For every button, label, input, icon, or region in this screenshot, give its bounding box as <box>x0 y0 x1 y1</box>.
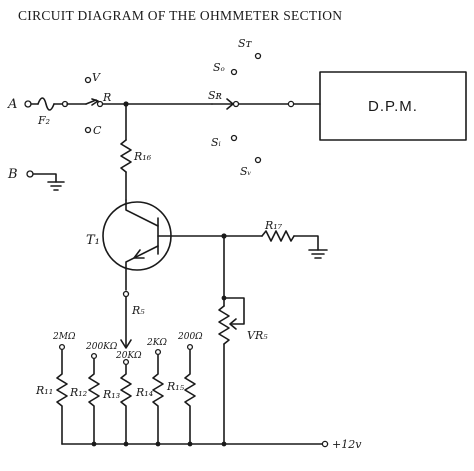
dpm-box <box>319 71 467 141</box>
range-switch-arrow <box>91 98 99 106</box>
transistor-emitter <box>125 245 159 291</box>
resistor-vr5-label: VR₅ <box>247 329 268 342</box>
range-2k-contact <box>154 348 162 356</box>
wire-r15 <box>184 349 196 445</box>
resistor-r12-label: R₁₂ <box>69 386 87 399</box>
wire-r14 <box>152 354 164 445</box>
terminal-b-label: B <box>7 167 18 182</box>
dpm-input-terminal <box>287 100 295 108</box>
range-200k-label: 200KΩ <box>85 342 118 352</box>
transistor-t1-label: T₁ <box>86 233 100 248</box>
fuse-label: F₂ <box>37 114 50 127</box>
func-pos-st-label: Sᴛ <box>238 37 253 50</box>
terminal-a <box>24 100 32 108</box>
transistor-emitter-arrow <box>133 249 145 259</box>
resistor-r16 <box>120 139 132 173</box>
resistor-r15-label: R₁₅ <box>166 380 185 393</box>
vr5-wiper <box>223 297 245 325</box>
func-pos-so-contact <box>230 68 238 76</box>
wire-r12 <box>88 358 100 445</box>
range-2k-label: 2KΩ <box>146 338 167 348</box>
node-rail-190 <box>187 441 193 447</box>
resistor-r13-label: R₁₃ <box>102 388 120 401</box>
supply-label: +12v <box>332 438 362 451</box>
resistor-vr5 <box>218 305 230 345</box>
resistor-r17-label: R₁₇ <box>264 219 283 232</box>
func-pos-sv-label: Sᵥ <box>240 165 252 178</box>
wire-r11 <box>56 349 68 445</box>
wire-b-ground <box>32 173 57 183</box>
ground-b-symbol <box>47 181 65 191</box>
range-200-contact <box>186 343 194 351</box>
func-pos-st-contact <box>254 52 262 60</box>
terminal-b <box>26 170 34 178</box>
resistor-r5-label: R₅ <box>131 304 145 317</box>
fuse-f2 <box>37 97 55 111</box>
range-pos-v-label: V <box>92 71 101 84</box>
resistor-r11-label: R₁₁ <box>35 384 53 397</box>
range-selector-arrow <box>120 339 132 349</box>
range-pos-c-contact <box>84 126 92 134</box>
node-rail-94 <box>91 441 97 447</box>
func-pos-sr-contact <box>232 100 240 108</box>
node-rail-158 <box>155 441 161 447</box>
func-pos-so-label: Sₒ <box>213 61 225 74</box>
resistor-r16-label: R₁₆ <box>133 150 152 163</box>
resistor-r17 <box>261 230 295 242</box>
r5-terminal <box>122 290 130 298</box>
node-rail-126 <box>123 441 129 447</box>
range-200k-contact <box>90 352 98 360</box>
func-pos-sv-contact <box>254 156 262 164</box>
range-20k-label: 20KΩ <box>115 351 142 361</box>
range-2m-label: 2MΩ <box>52 332 76 342</box>
range-pos-v-contact <box>84 76 92 84</box>
range-200-label: 200Ω <box>177 332 203 342</box>
resistor-r14-label: R₁₄ <box>135 386 153 399</box>
wire-r13 <box>120 364 132 445</box>
func-pos-si-label: Sᵢ <box>211 136 221 149</box>
range-switch-blade <box>85 99 97 105</box>
range-2m-contact <box>58 343 66 351</box>
ground-r17-symbol <box>308 249 328 259</box>
vr5-wiper-arrow <box>229 318 237 330</box>
range-pos-c-label: C <box>93 124 102 137</box>
transistor-collector <box>125 199 159 227</box>
range-pos-r-label: R <box>102 91 111 104</box>
terminal-a-label: A <box>7 97 17 112</box>
range-20k-contact <box>122 358 130 366</box>
dpm-label: D.P.M. <box>368 98 418 115</box>
func-pos-si-contact <box>230 134 238 142</box>
wire-r17-ground <box>293 235 319 251</box>
node-rail-224 <box>221 441 227 447</box>
supply-terminal <box>321 440 329 448</box>
func-pos-sr-label: Sʀ <box>208 89 222 102</box>
range-pos-r-contact <box>96 100 104 108</box>
diagram-title: CIRCUIT DIAGRAM OF THE OHMMETER SECTION <box>18 8 342 23</box>
